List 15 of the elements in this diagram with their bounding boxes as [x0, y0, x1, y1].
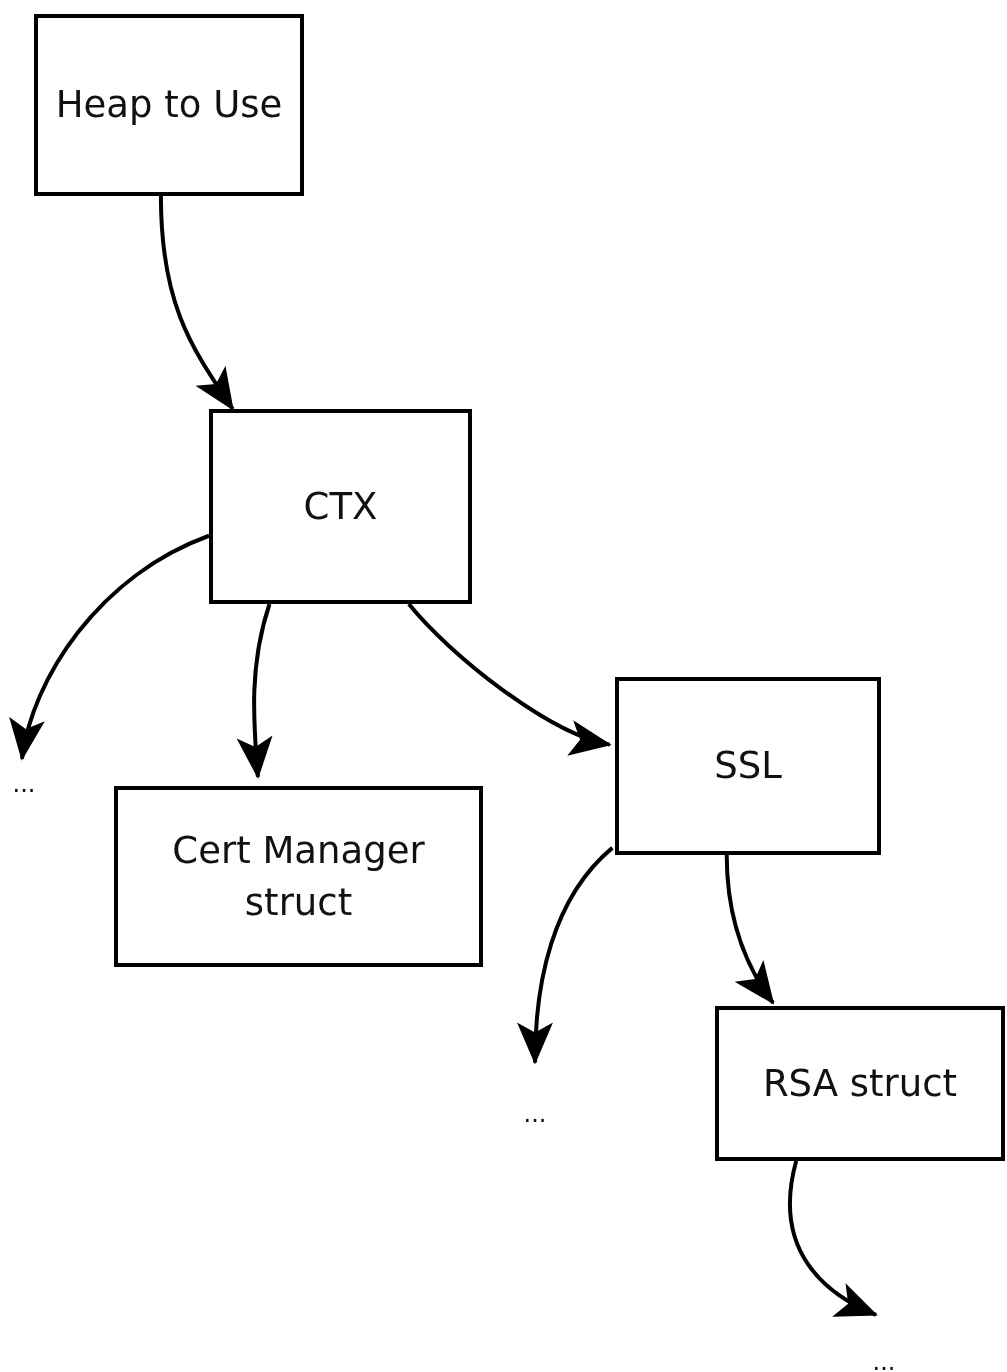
process-box: Heap to Use: [34, 14, 304, 196]
arrow: [158, 195, 235, 411]
arrow: [236, 603, 273, 779]
arrow: [11, 533, 210, 761]
ellipsis-text: ...: [515, 1102, 555, 1124]
arrow: [724, 854, 775, 1005]
process-box: Cert Manager struct: [114, 786, 483, 967]
arrow: [787, 1160, 878, 1317]
arrow: [407, 602, 612, 753]
process-box: SSL: [615, 677, 881, 855]
ellipsis-text: ...: [4, 772, 44, 794]
ellipsis-text: ...: [864, 1350, 904, 1372]
process-box: CTX: [209, 409, 472, 604]
arrow: [517, 846, 614, 1065]
process-box: RSA struct: [715, 1006, 1005, 1161]
